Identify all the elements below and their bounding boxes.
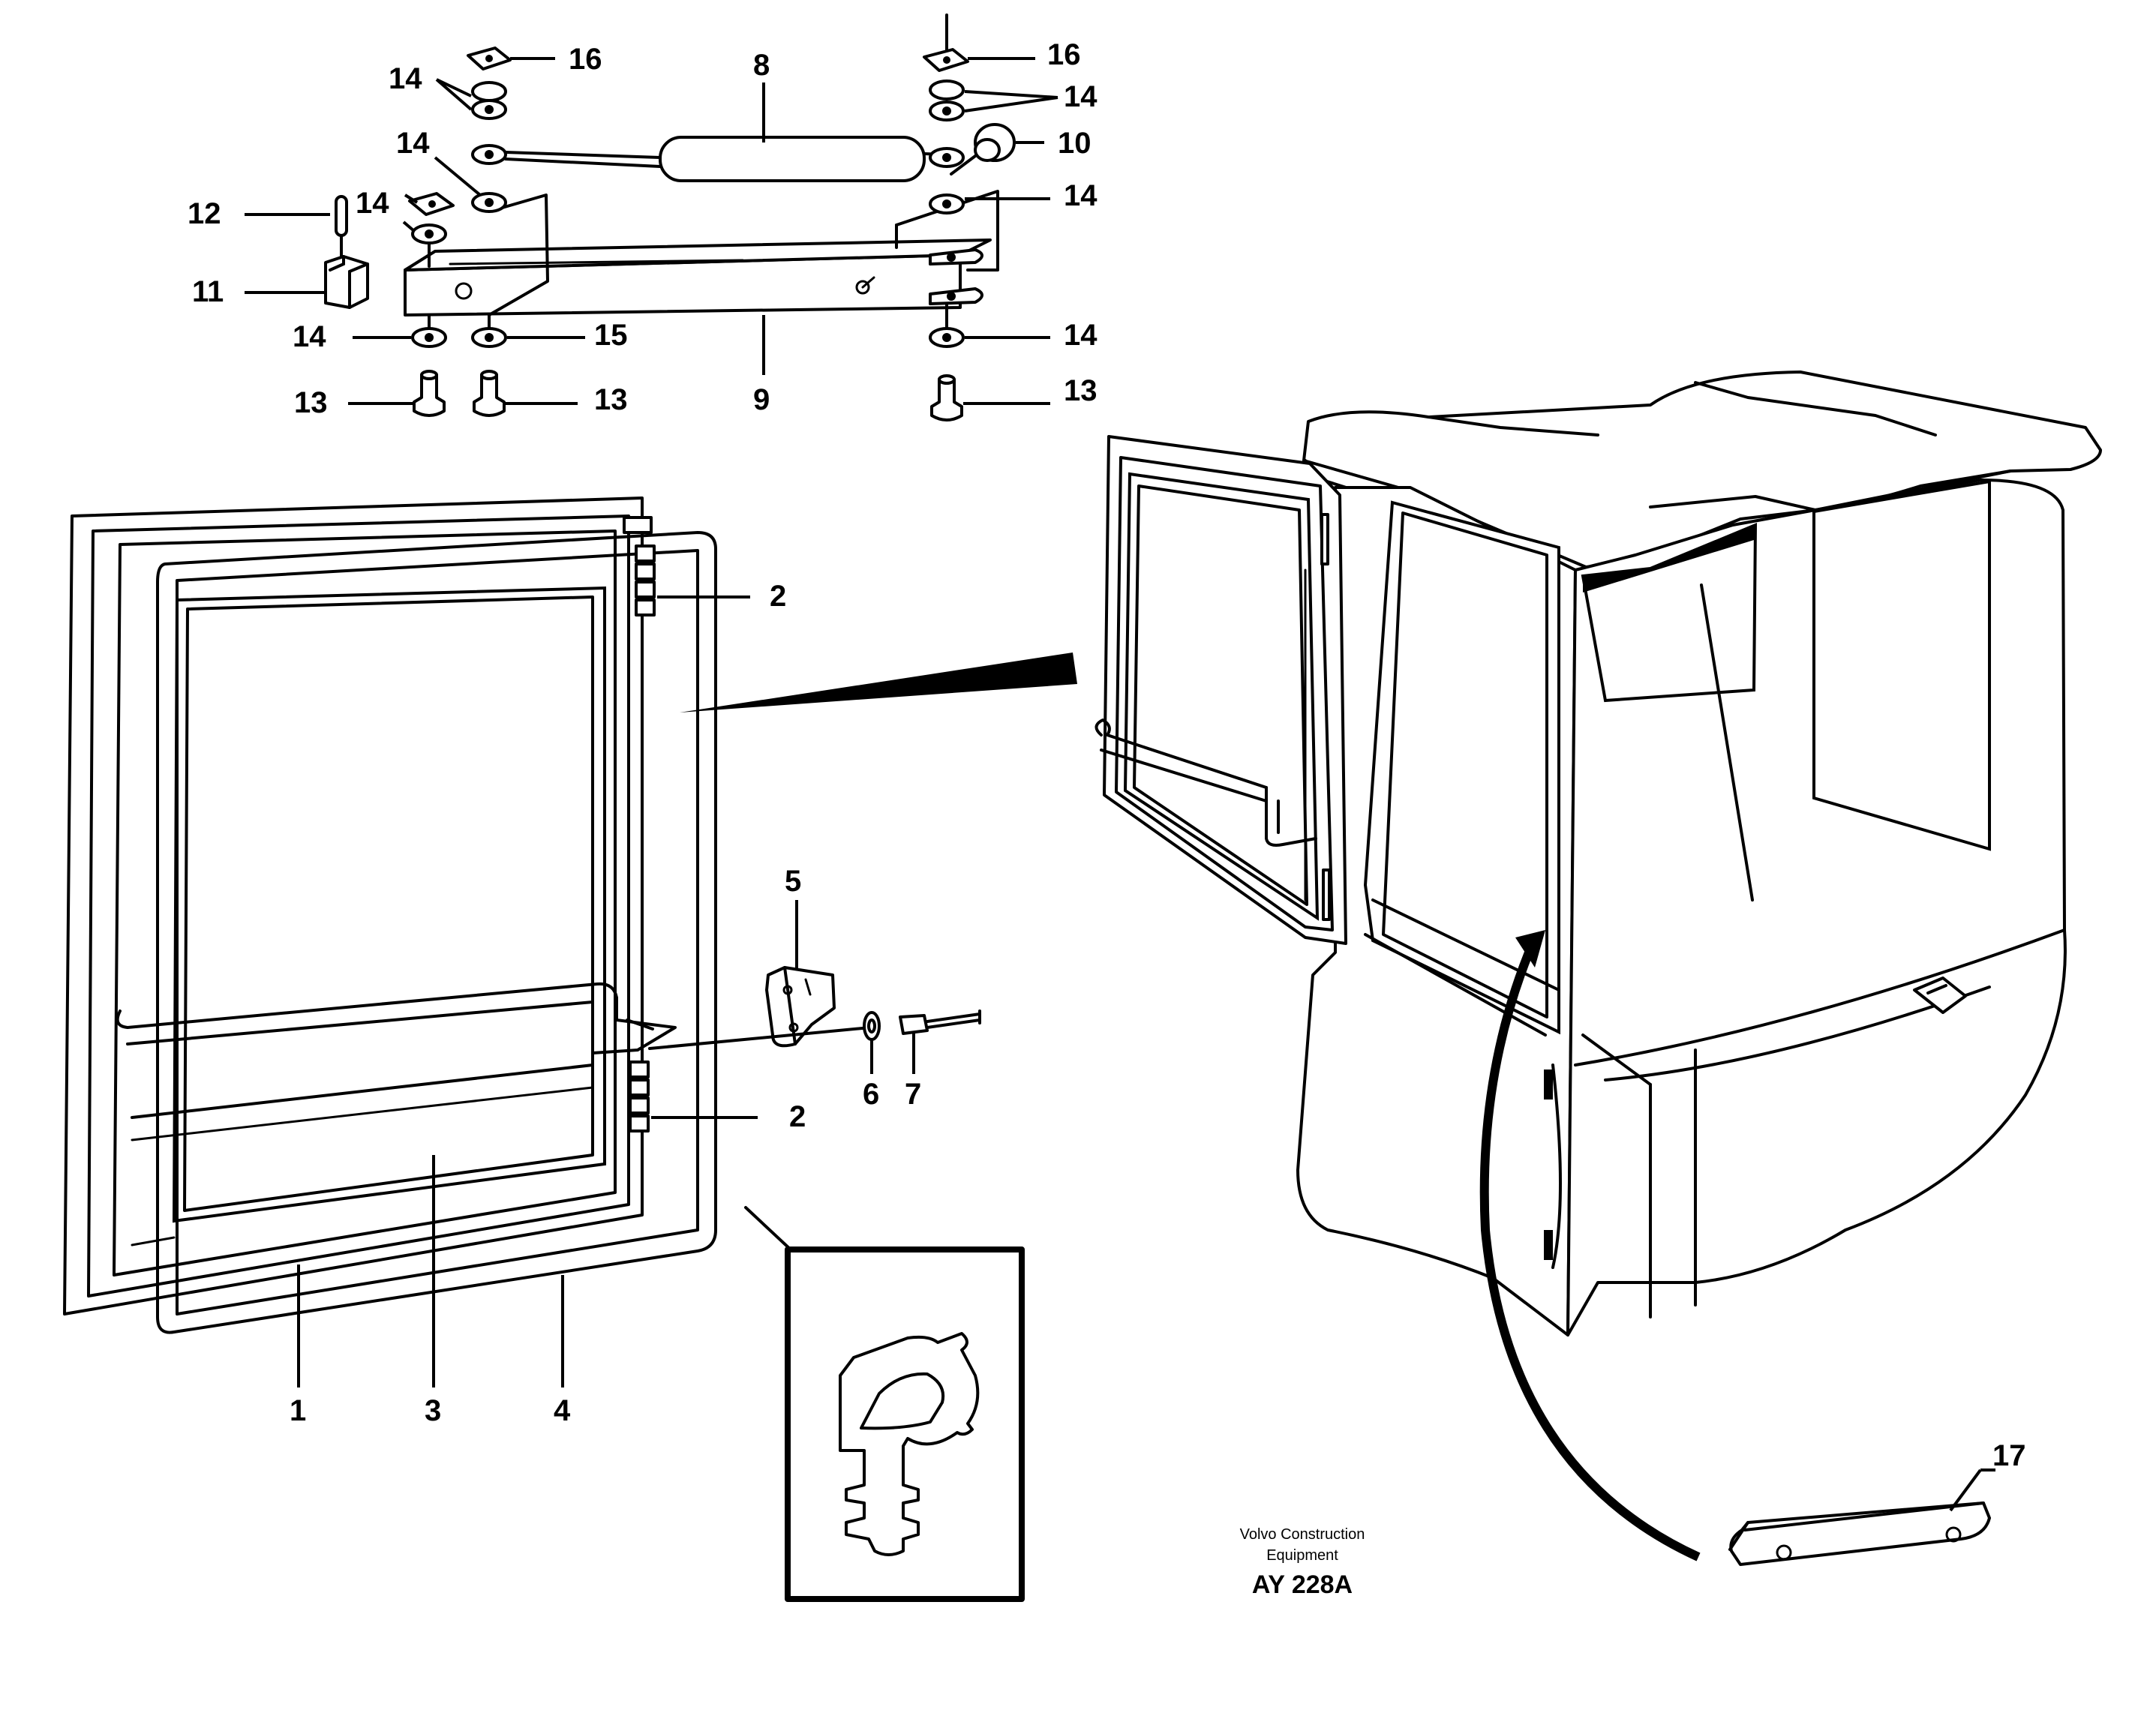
pin-icon [899,1010,981,1035]
gas-strut-icon [471,136,965,182]
door-seal-icon [156,531,717,1334]
cab-door-open [1095,435,1347,945]
credit-line-1: Volvo Construction [1240,1526,1365,1543]
small-parts-left [324,192,455,309]
callout-6: 6 [863,1078,879,1111]
callout-2: 2 [770,580,786,613]
callout-13: 13 [294,386,328,419]
callout-14: 14 [293,320,326,353]
washer-stack-right [923,14,969,214]
latch-bracket-icon [765,966,836,1048]
seal-profile-inset [744,1206,1025,1602]
callout-4: 4 [554,1394,571,1427]
callout-10: 10 [1058,127,1092,160]
door-hinge-upper [623,516,656,616]
callout-14: 14 [1064,179,1098,212]
callout-15: 15 [594,319,628,352]
bushings-lower [411,302,965,422]
door-assembly [63,496,1077,1388]
credit-line-2: Equipment [1266,1547,1338,1564]
callout-12: 12 [188,197,221,230]
washer-stack-left [467,46,512,213]
hinge-assembly [245,14,1058,422]
callout-13: 13 [594,383,628,416]
seal-profile-icon [839,1332,980,1556]
callout-14: 14 [1064,319,1098,352]
callout-2: 2 [789,1100,806,1133]
bushing-icon [930,374,963,422]
curved-arrow [1479,930,1701,1562]
callout-14: 14 [396,127,430,160]
drawing-code: AY 228A [1252,1570,1353,1599]
hinge-arm-icon [404,190,999,316]
callout-9: 9 [753,383,770,416]
callout-14: 14 [389,62,422,95]
rubber-stop-icon [950,123,1016,176]
bushing-icon [413,370,446,417]
callout-14: 14 [1064,80,1098,113]
pointer-wedge [680,652,1077,712]
callout-3: 3 [425,1394,441,1427]
wedge-block-17 [1728,1468,1995,1566]
callout-16: 16 [1047,38,1081,71]
bushing-icon [473,370,506,417]
callout-16: 16 [569,43,602,76]
cab-body-icon [1296,370,2102,1336]
callout-8: 8 [753,49,770,82]
credit-block: Volvo Construction Equipment AY 228A [1240,1526,1365,1599]
callout-13: 13 [1064,374,1098,407]
wedge-block-icon [324,255,369,309]
callout-14: 14 [356,187,389,220]
callout-5: 5 [785,865,801,898]
latch-parts [648,900,981,1074]
callout-labels: 16 14 8 16 14 10 14 14 12 14 11 14 15 14… [188,38,2026,1472]
door-glass-icon [131,586,606,1246]
callout-11: 11 [192,275,224,308]
callout-1: 1 [290,1394,306,1427]
handle-rail-icon [116,982,677,1054]
callout-7: 7 [905,1078,921,1111]
washer-icon [863,1011,881,1041]
door-hinge-lower [629,1060,650,1132]
pin-icon [335,195,348,237]
hinge-leaders [245,57,1058,405]
callout-17: 17 [1992,1439,2026,1472]
